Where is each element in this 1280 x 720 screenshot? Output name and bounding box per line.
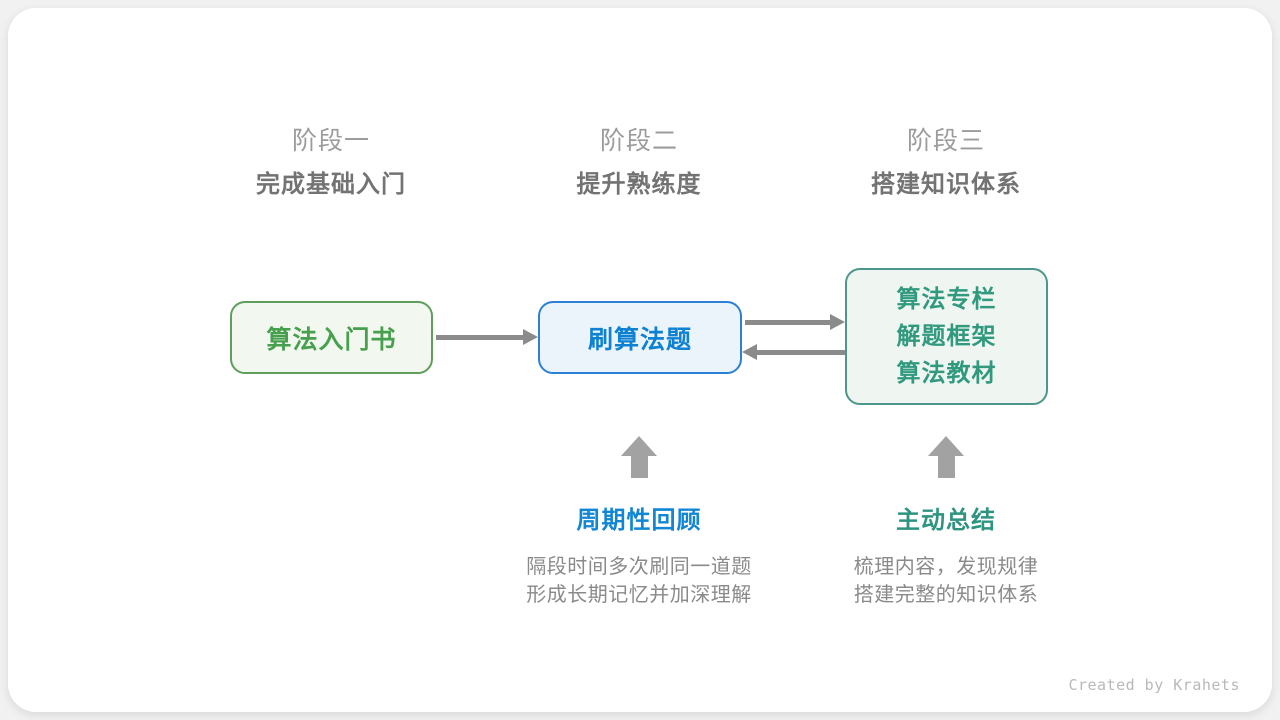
arrow-shaft (756, 349, 845, 355)
arrow-up-icon (928, 436, 964, 478)
stage-1-header: 阶段一 完成基础入门 (201, 126, 461, 199)
arrow-left-icon (742, 344, 845, 360)
arrow-right-icon (436, 329, 538, 345)
arrow-head (742, 344, 757, 360)
stage-1-subtitle: 完成基础入门 (256, 171, 406, 198)
arrow-up-triangle (928, 436, 964, 456)
annotation-review-title: 周期性回顾 (576, 507, 702, 534)
node-practice: 刷算法题 (538, 301, 742, 374)
arrow-shaft (745, 319, 831, 325)
arrow-shaft (436, 334, 524, 340)
watermark-credit: Created by Krahets (1068, 676, 1240, 694)
arrow-head (523, 329, 538, 345)
annotation-summarize-desc: 梳理内容，发现规律 搭建完整的知识体系 (786, 553, 1106, 609)
arrow-up-icon (621, 436, 657, 478)
stage-2-header: 阶段二 提升熟练度 (509, 126, 769, 199)
arrow-up-stem (937, 456, 955, 478)
node-intro-book-label: 算法入门书 (266, 325, 397, 354)
arrow-right-icon (745, 314, 845, 330)
stage-3-subtitle: 搭建知识体系 (871, 171, 1021, 198)
node-resources: 算法专栏 解题框架 算法教材 (845, 268, 1048, 405)
node-practice-label: 刷算法题 (587, 325, 692, 354)
stage-3-header: 阶段三 搭建知识体系 (816, 126, 1076, 199)
stage-2-subtitle: 提升熟练度 (576, 171, 702, 198)
annotation-review-desc-line-1: 隔段时间多次刷同一道题 (526, 556, 752, 578)
annotation-review-desc: 隔段时间多次刷同一道题 形成长期记忆并加深理解 (479, 553, 799, 609)
arrow-up-triangle (621, 436, 657, 456)
annotation-summarize: 主动总结 梳理内容，发现规律 搭建完整的知识体系 (786, 508, 1106, 609)
annotation-summarize-title: 主动总结 (896, 507, 996, 534)
annotation-review-desc-line-2: 形成长期记忆并加深理解 (526, 584, 752, 606)
node-resources-line-3: 算法教材 (896, 360, 997, 387)
arrow-head (830, 314, 845, 330)
stage-1-title: 阶段一 (291, 127, 370, 155)
arrow-up-stem (630, 456, 648, 478)
stage-2-title: 阶段二 (599, 127, 678, 155)
node-resources-line-1: 算法专栏 (896, 286, 997, 313)
annotation-review: 周期性回顾 隔段时间多次刷同一道题 形成长期记忆并加深理解 (479, 508, 799, 609)
node-resources-line-2: 解题框架 (896, 323, 997, 350)
annotation-summarize-desc-line-2: 搭建完整的知识体系 (853, 584, 1039, 606)
stage-3-title: 阶段三 (906, 127, 985, 155)
annotation-summarize-desc-line-1: 梳理内容，发现规律 (853, 556, 1039, 578)
node-intro-book: 算法入门书 (230, 301, 433, 374)
